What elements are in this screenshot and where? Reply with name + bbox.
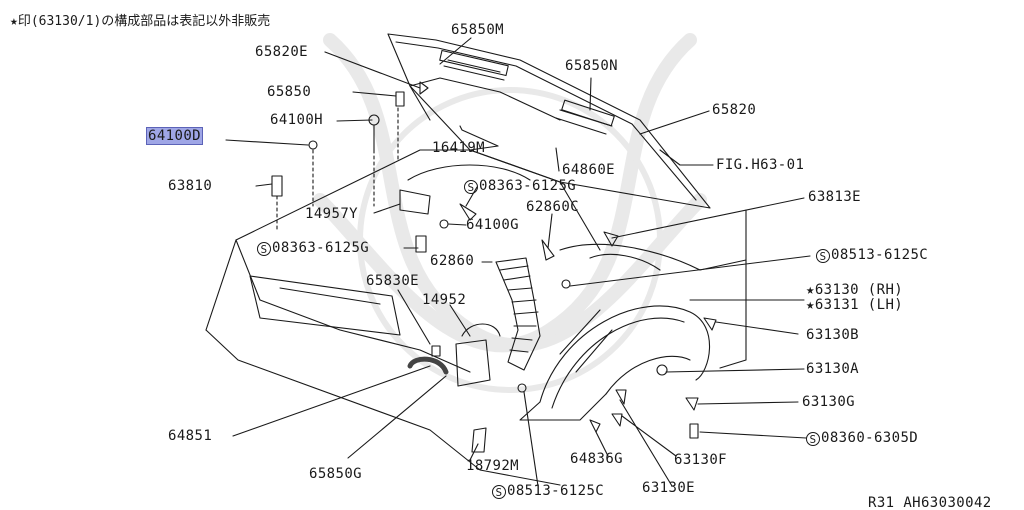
callout-63130A[interactable]: 63130A (806, 361, 859, 377)
figure-reference: R31 AH63030042 (868, 495, 992, 510)
callout-62860[interactable]: 62860 (430, 253, 475, 269)
callout-63130G[interactable]: 63130G (802, 394, 855, 410)
callout-FIG-H63-01[interactable]: FIG.H63-01 (716, 157, 805, 173)
callout-63130F[interactable]: 63130F (674, 452, 727, 468)
callout-65820E[interactable]: 65820E (255, 44, 308, 60)
callout-18792M[interactable]: 18792M (466, 458, 519, 474)
callout-65850N[interactable]: 65850N (565, 58, 618, 74)
callout-64100G[interactable]: 64100G (466, 217, 519, 233)
callout-16419M[interactable]: 16419M (432, 140, 485, 156)
leader-lines (225, 37, 811, 487)
callout-64836G[interactable]: 64836G (570, 451, 623, 467)
service-symbol-icon: S (806, 432, 820, 446)
callout-63130B[interactable]: 63130B (806, 327, 859, 343)
service-symbol-icon: S (816, 249, 830, 263)
callout-65830E[interactable]: 65830E (366, 273, 419, 289)
callout-64851[interactable]: 64851 (168, 428, 213, 444)
service-symbol-icon: S (492, 485, 506, 499)
callout-63130-RH[interactable]: ★63130 (RH) (806, 282, 904, 298)
callout-65850[interactable]: 65850 (267, 84, 312, 100)
installation-lines (276, 107, 399, 233)
callout-64860E[interactable]: 64860E (562, 162, 615, 178)
callout-64100D-selected[interactable]: 64100D (146, 127, 203, 145)
header-note: ★印(63130/1)の構成部品は表記以外非販売 (10, 14, 271, 29)
callout-63810[interactable]: 63810 (168, 178, 213, 194)
callout-62860C[interactable]: 62860C (526, 199, 579, 215)
callout-14952[interactable]: 14952 (422, 292, 467, 308)
service-symbol-icon: S (257, 242, 271, 256)
watermark (313, 33, 707, 393)
callout-63813E[interactable]: 63813E (808, 189, 861, 205)
callout-14957Y[interactable]: 14957Y (305, 206, 358, 222)
air-duct-hose (495, 257, 541, 371)
service-symbol-icon: S (464, 180, 478, 194)
callout-63131-LH[interactable]: ★63131 (LH) (806, 297, 904, 313)
callout-64100H[interactable]: 64100H (270, 112, 323, 128)
callout-65850G[interactable]: 65850G (309, 466, 362, 482)
callout-65850M[interactable]: 65850M (451, 22, 504, 38)
inner-fender (519, 305, 711, 421)
callout-65820[interactable]: 65820 (712, 102, 757, 118)
engine-bay-body (205, 85, 747, 486)
callout-63130E[interactable]: 63130E (642, 480, 695, 496)
